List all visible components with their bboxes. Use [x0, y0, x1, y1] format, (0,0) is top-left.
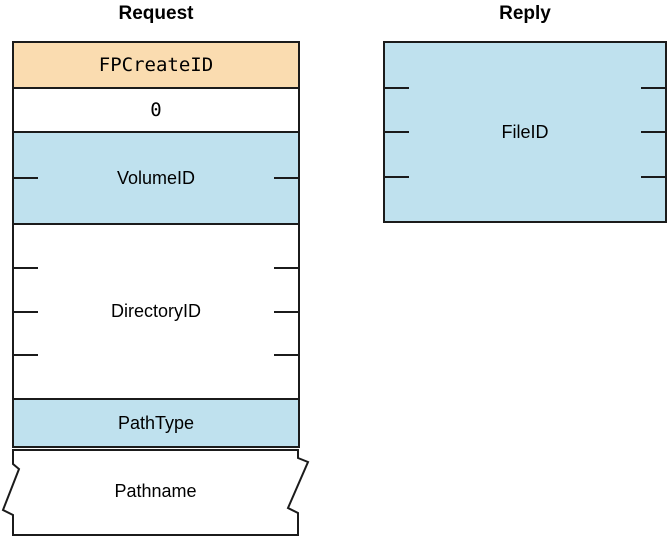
word-boundary-tick [385, 86, 409, 89]
field-label-fileid: FileID [501, 121, 549, 142]
request-column-title: Request [118, 3, 194, 24]
field-label-directoryid: DirectoryID [110, 301, 201, 321]
reply-column-title: Reply [499, 3, 551, 24]
word-boundary-tick [14, 177, 38, 179]
field-row-volumeid: VolumeID [14, 131, 298, 223]
word-boundary-tick [641, 175, 665, 178]
field-label-pathtype: PathType [117, 412, 195, 433]
field-row-pad-byte: 0 [14, 87, 298, 131]
word-boundary-tick [274, 310, 298, 313]
word-boundary-tick [14, 310, 38, 313]
word-boundary-tick [274, 353, 298, 356]
field-label-pad-byte: 0 [150, 99, 162, 121]
word-boundary-tick [641, 86, 665, 89]
request-field-stack: FPCreateID 0 VolumeID DirectoryID PathTy… [12, 41, 300, 448]
word-boundary-tick [274, 177, 298, 179]
field-row-directoryid: DirectoryID [14, 223, 298, 398]
word-boundary-tick [385, 175, 409, 178]
field-label-volumeid: VolumeID [116, 167, 196, 188]
word-boundary-tick [274, 267, 298, 270]
word-boundary-tick [385, 131, 409, 133]
field-label-pathname: Pathname [114, 481, 197, 501]
field-row-fpcreateid: FPCreateID [14, 43, 298, 87]
field-row-pathtype: PathType [14, 398, 298, 446]
word-boundary-tick [641, 131, 665, 133]
field-row-fileid: FileID [383, 41, 667, 223]
field-label-fpcreateid: FPCreateID [98, 54, 214, 76]
word-boundary-tick [14, 353, 38, 356]
word-boundary-tick [14, 267, 38, 270]
